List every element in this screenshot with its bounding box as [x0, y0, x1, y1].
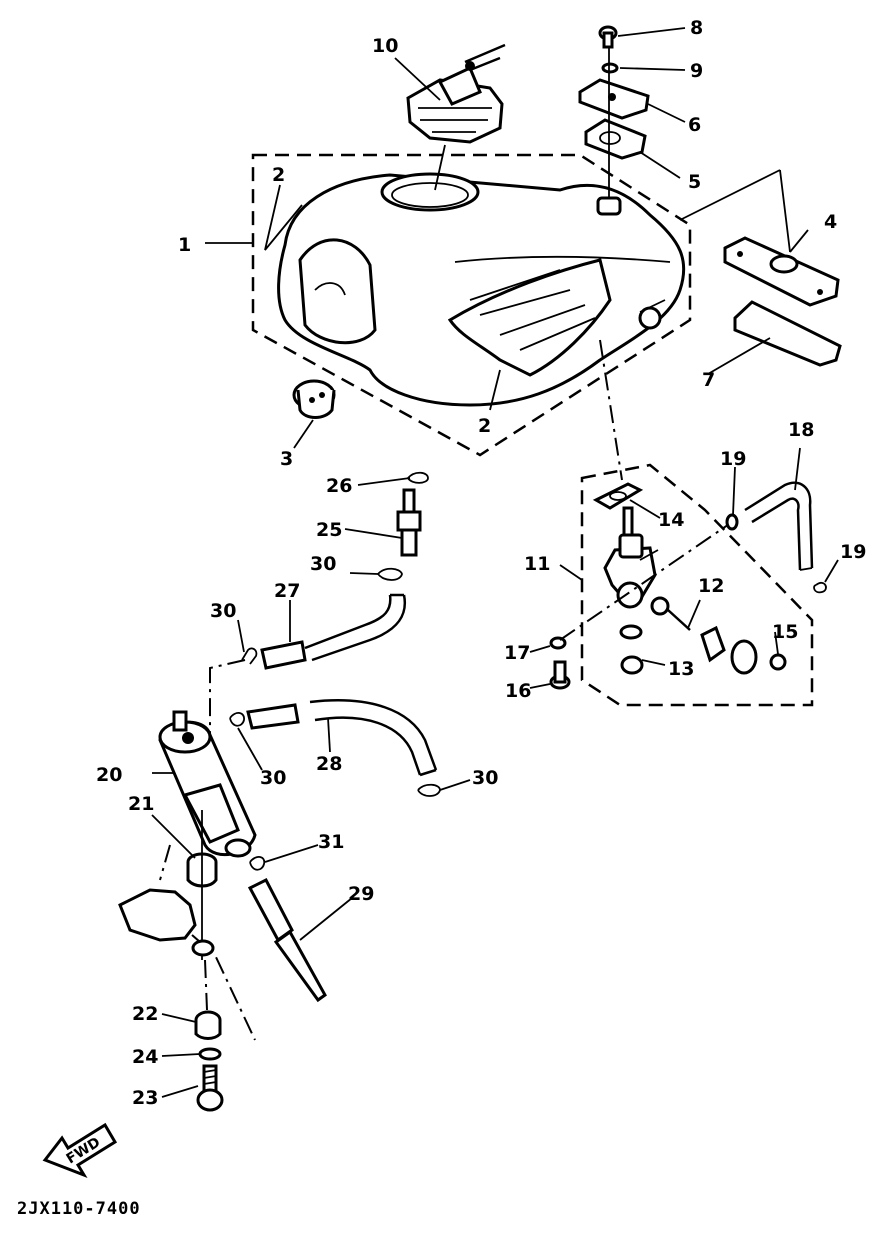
callout-30c: 30: [260, 767, 286, 789]
callout-30a: 30: [310, 553, 336, 575]
grommet-tank-front: [596, 196, 622, 216]
callout-30d: 30: [472, 767, 498, 789]
washer-17: [549, 636, 567, 650]
oring-13a: [619, 624, 643, 640]
pump-routing-line: [209, 659, 246, 740]
callout-11: 11: [524, 553, 550, 575]
leader-lines: [151, 27, 839, 1098]
drawing-code: 2JX110-7400: [17, 1199, 141, 1219]
callout-9: 9: [690, 60, 703, 82]
callout-12: 12: [698, 575, 724, 597]
fuel-cock: [603, 506, 659, 609]
callout-28: 28: [316, 753, 342, 775]
hose-28: [246, 699, 438, 777]
tank-assembly-boundary: [251, 153, 692, 457]
callout-30b: 30: [210, 600, 236, 622]
screw-15: [769, 653, 787, 671]
callout-26: 26: [326, 475, 352, 497]
lever-12: [650, 596, 691, 631]
callout-2a: 2: [272, 164, 285, 186]
gasket-14: [592, 482, 644, 510]
callout-21: 21: [128, 793, 154, 815]
callout-2b: 2: [478, 415, 491, 437]
clip-19b: [813, 581, 827, 594]
callout-15: 15: [772, 621, 798, 643]
callout-25: 25: [316, 519, 342, 541]
hose-18: [744, 481, 814, 569]
fuel-tank: [277, 172, 686, 407]
oring-13b: [620, 655, 644, 675]
callouts: 1 2 2 3 4 5 6 7 8 9 10 11 12 13 14 15 16…: [96, 17, 866, 1109]
spring-12: [700, 625, 726, 663]
collar-22: [194, 1010, 222, 1040]
callout-17: 17: [504, 642, 530, 664]
clip-30-right: [417, 783, 441, 797]
callout-19b: 19: [840, 541, 866, 563]
fitting-25: [396, 488, 422, 557]
callout-13: 13: [668, 658, 694, 680]
clip-19a: [725, 513, 739, 531]
washer-24: [198, 1047, 222, 1061]
hose-29: [247, 877, 327, 1003]
clip-31: [249, 856, 266, 871]
packing-12: [730, 639, 758, 675]
callout-4: 4: [824, 211, 837, 233]
bracket-4: [723, 236, 840, 307]
callout-5: 5: [688, 171, 701, 193]
plate-7: [733, 300, 842, 367]
washer-9: [601, 62, 619, 74]
callout-24: 24: [132, 1046, 158, 1068]
cock-dashdot-line: [559, 519, 736, 641]
callout-1: 1: [178, 234, 191, 256]
fuel-cock-boundary: [580, 463, 814, 707]
callout-14: 14: [658, 509, 684, 531]
tank-to-cock-line: [599, 339, 623, 481]
callout-16: 16: [505, 680, 531, 702]
frame-silhouette: [118, 888, 197, 942]
bolt-23: [196, 1064, 224, 1112]
callout-18: 18: [788, 419, 814, 441]
bracket-4-leaders: [679, 169, 791, 253]
bolt-8: [598, 25, 618, 49]
callout-22: 22: [132, 1003, 158, 1025]
callout-20: 20: [96, 764, 122, 786]
cap-to-tank-line: [434, 144, 446, 191]
callout-27: 27: [274, 580, 300, 602]
callout-6: 6: [688, 114, 701, 136]
grommet-frame: [191, 939, 215, 957]
damper-5: [584, 118, 647, 160]
clip-30-top: [377, 567, 403, 581]
callout-3: 3: [280, 448, 293, 470]
fuel-pump-20: [158, 710, 257, 858]
callout-31: 31: [318, 831, 344, 853]
callout-29: 29: [348, 883, 374, 905]
callout-8: 8: [690, 17, 703, 39]
damper-3: [292, 379, 336, 419]
callout-10: 10: [372, 35, 398, 57]
callout-7: 7: [702, 369, 715, 391]
forward-direction-arrow: FWD: [42, 1122, 118, 1178]
callout-19a: 19: [720, 448, 746, 470]
callout-23: 23: [132, 1087, 158, 1109]
screw-16: [549, 660, 571, 690]
clip-30-mid: [229, 712, 245, 727]
hose-27: [260, 593, 407, 670]
clip-30-left: [241, 647, 258, 665]
oring-26: [407, 471, 429, 484]
fuel-cap: [406, 43, 506, 144]
